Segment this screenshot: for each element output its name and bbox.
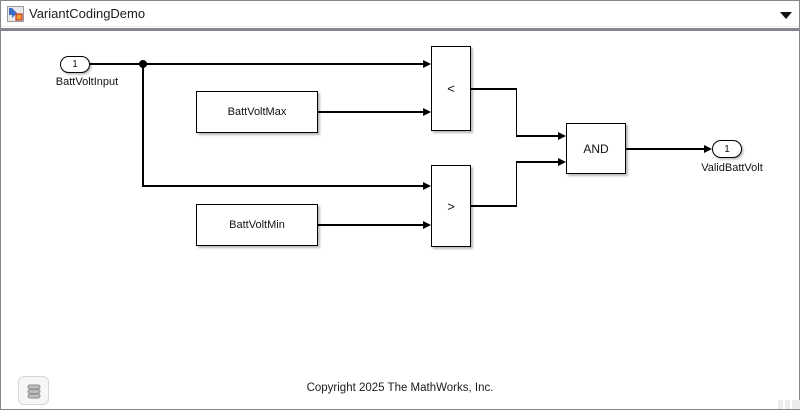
- wire-max-to-lt[interactable]: [318, 111, 423, 113]
- outport-label: ValidBattVolt: [701, 162, 763, 174]
- arrowhead: [423, 182, 431, 191]
- model-title[interactable]: VariantCodingDemo: [29, 6, 146, 21]
- simulink-model-icon: [7, 6, 24, 22]
- outport-number: 1: [724, 143, 730, 155]
- database-icon: [27, 384, 40, 398]
- wire-min-to-gt[interactable]: [318, 224, 423, 226]
- wire-branch-to-gt[interactable]: [142, 185, 424, 187]
- wire-branch-vertical[interactable]: [142, 64, 144, 186]
- scrollbar-corner-square: [778, 400, 783, 409]
- titlebar-separator: [1, 28, 799, 31]
- wire-gt-out-v[interactable]: [515, 161, 517, 207]
- wire-and-to-outport[interactable]: [626, 148, 704, 150]
- inport-number: 1: [72, 59, 78, 70]
- arrowhead: [558, 158, 566, 167]
- wire-lt-out-v[interactable]: [515, 88, 517, 137]
- arrowhead: [558, 132, 566, 141]
- constant-min-label: BattVoltMin: [229, 219, 285, 231]
- wire-lt-out-h1[interactable]: [471, 88, 517, 90]
- wire-gt-out-h1[interactable]: [471, 205, 517, 207]
- and-operator: AND: [583, 141, 609, 156]
- wire-lt-to-and[interactable]: [515, 135, 559, 137]
- constant-block-battvoltmin[interactable]: BattVoltMin: [196, 204, 318, 246]
- arrowhead: [704, 145, 712, 154]
- outport-block-validbattvolt[interactable]: 1: [712, 140, 742, 158]
- diagram-canvas[interactable]: [1, 31, 799, 409]
- wire-gt-to-and[interactable]: [515, 161, 559, 163]
- scrollbar-corner-square: [785, 400, 790, 409]
- copyright-annotation: Copyright 2025 The MathWorks, Inc.: [306, 382, 494, 394]
- model-data-badge-button[interactable]: [18, 376, 49, 405]
- chevron-down-icon[interactable]: [780, 12, 792, 19]
- wire-inport-to-lt[interactable]: [89, 63, 423, 65]
- relational-block-less-than[interactable]: <: [431, 46, 471, 131]
- constant-block-battvoltmax[interactable]: BattVoltMax: [196, 91, 318, 133]
- scrollbar-corner-square: [792, 400, 800, 409]
- constant-max-label: BattVoltMax: [227, 106, 287, 118]
- arrowhead: [423, 60, 431, 69]
- greater-than-operator: >: [447, 198, 455, 214]
- less-than-operator: <: [447, 81, 455, 96]
- arrowhead: [423, 108, 431, 117]
- inport-block-battvoltinput[interactable]: 1: [60, 56, 90, 73]
- inport-label: BattVoltInput: [55, 76, 119, 88]
- model-title-bar: VariantCodingDemo: [1, 1, 799, 27]
- relational-block-greater-than[interactable]: >: [431, 165, 471, 247]
- logical-block-and[interactable]: AND: [566, 123, 626, 174]
- arrowhead: [423, 221, 431, 230]
